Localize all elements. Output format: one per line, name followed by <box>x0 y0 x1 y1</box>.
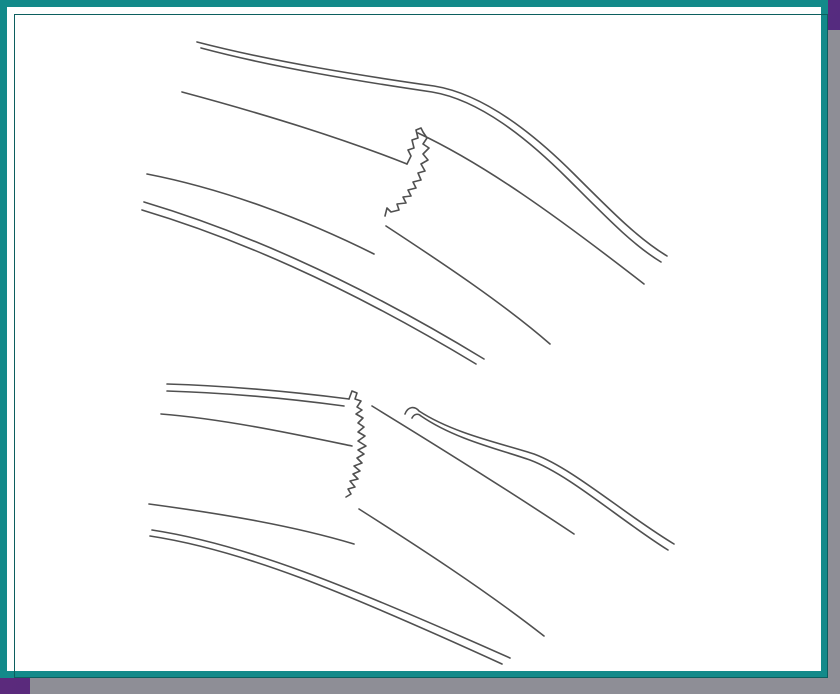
upper-outer-line-2 <box>201 48 661 262</box>
lower-fracture-bottom-edge <box>359 509 544 636</box>
slide-frame <box>0 0 828 678</box>
upper-inner-line-left <box>182 92 407 164</box>
upper-fracture-sketch <box>142 42 667 364</box>
lower-fracture-front-edge <box>372 406 574 534</box>
lower-right-top-line-2 <box>412 414 668 550</box>
lower-left-outer-1 <box>152 530 510 658</box>
lower-right-top-line-1 <box>405 408 674 544</box>
lower-fracture-zigzag <box>346 391 366 497</box>
lower-fracture-sketch <box>149 384 674 664</box>
fracture-sketch-drawing <box>14 14 828 678</box>
upper-lower-outer-2 <box>142 210 476 364</box>
lower-left-top-line-2 <box>167 391 344 406</box>
lower-left-lower-line <box>149 504 354 544</box>
lower-left-outer-2 <box>150 536 502 664</box>
upper-fracture-zigzag <box>385 128 429 216</box>
upper-outer-line-1 <box>197 42 667 256</box>
lower-left-upper-line <box>161 414 352 446</box>
